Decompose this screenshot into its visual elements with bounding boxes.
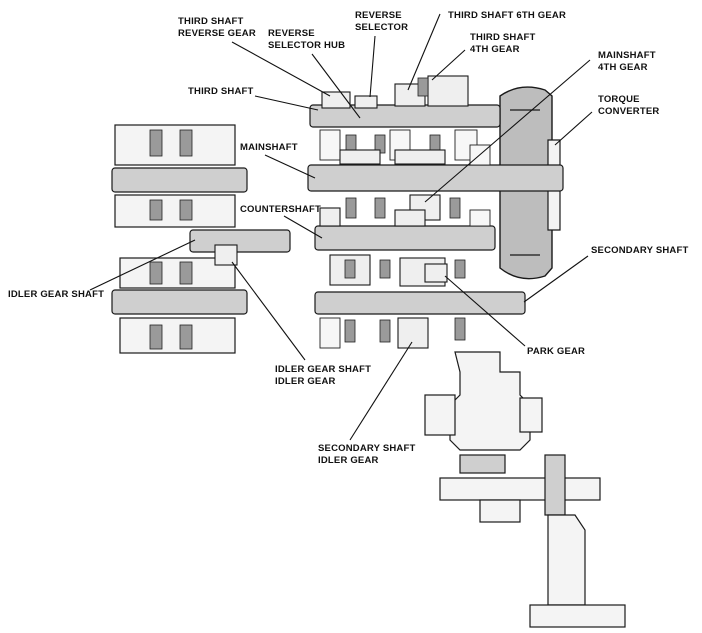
svg-text:CONVERTER: CONVERTER xyxy=(598,106,659,117)
svg-text:SECONDARY SHAFT: SECONDARY SHAFT xyxy=(318,443,415,454)
svg-text:REVERSE GEAR: REVERSE GEAR xyxy=(178,28,256,39)
svg-text:TORQUE: TORQUE xyxy=(598,94,640,105)
label-idler-gear-shaft: IDLER GEAR SHAFT xyxy=(8,239,196,300)
svg-text:THIRD SHAFT 6TH GEAR: THIRD SHAFT 6TH GEAR xyxy=(448,10,566,21)
label-secondary-shaft-idler-gear: SECONDARY SHAFT IDLER GEAR xyxy=(318,341,415,466)
secondary-shaft-assembly xyxy=(314,254,526,349)
svg-text:IDLER GEAR: IDLER GEAR xyxy=(275,376,336,387)
left-clutch-assembly xyxy=(111,124,291,354)
label-reverse-selector: REVERSE SELECTOR xyxy=(355,10,408,98)
label-idler-gear-shaft-idler-gear: IDLER GEAR SHAFT IDLER GEAR xyxy=(231,261,371,387)
svg-text:PARK GEAR: PARK GEAR xyxy=(527,346,585,357)
label-line: REVERSE GEAR xyxy=(178,28,256,39)
svg-text:SELECTOR HUB: SELECTOR HUB xyxy=(268,40,345,51)
svg-text:4TH GEAR: 4TH GEAR xyxy=(598,62,648,73)
label-third-shaft-6th-gear: THIRD SHAFT 6TH GEAR xyxy=(407,10,566,91)
svg-text:4TH GEAR: 4TH GEAR xyxy=(470,44,520,55)
mainshaft-assembly xyxy=(307,144,564,221)
svg-text:IDLER GEAR: IDLER GEAR xyxy=(318,455,379,466)
label-countershaft: COUNTERSHAFT xyxy=(240,204,323,239)
label-third-shaft-reverse-gear: THIRD SHAFT REVERSE GEAR xyxy=(178,16,331,97)
countershaft-assembly xyxy=(314,207,496,251)
label-mainshaft-4th-gear: MAINSHAFT 4TH GEAR xyxy=(424,50,656,203)
label-mainshaft: MAINSHAFT xyxy=(240,142,316,179)
label-torque-converter: TORQUE CONVERTER xyxy=(554,94,659,146)
svg-text:REVERSE: REVERSE xyxy=(355,10,402,21)
svg-text:IDLER GEAR SHAFT: IDLER GEAR SHAFT xyxy=(8,289,104,300)
svg-text:IDLER GEAR SHAFT: IDLER GEAR SHAFT xyxy=(275,364,371,375)
svg-text:THIRD SHAFT: THIRD SHAFT xyxy=(470,32,536,43)
svg-text:SELECTOR: SELECTOR xyxy=(355,22,408,33)
label-park-gear: PARK GEAR xyxy=(444,275,585,357)
lower-differential-assembly xyxy=(424,351,626,628)
label-reverse-selector-hub: REVERSE SELECTOR HUB xyxy=(268,28,361,119)
svg-text:THIRD SHAFT: THIRD SHAFT xyxy=(188,86,254,97)
label-line: THIRD SHAFT xyxy=(178,16,244,27)
svg-text:SECONDARY SHAFT: SECONDARY SHAFT xyxy=(591,245,688,256)
svg-text:COUNTERSHAFT: COUNTERSHAFT xyxy=(240,204,321,215)
label-third-shaft-4th-gear: THIRD SHAFT 4TH GEAR xyxy=(431,32,536,81)
label-secondary-shaft: SECONDARY SHAFT xyxy=(523,245,688,303)
label-third-shaft: THIRD SHAFT xyxy=(188,86,319,111)
svg-text:MAINSHAFT: MAINSHAFT xyxy=(240,142,298,153)
svg-text:MAINSHAFT: MAINSHAFT xyxy=(598,50,656,61)
svg-text:REVERSE: REVERSE xyxy=(268,28,315,39)
svg-text:THIRD SHAFT: THIRD SHAFT xyxy=(178,16,244,27)
